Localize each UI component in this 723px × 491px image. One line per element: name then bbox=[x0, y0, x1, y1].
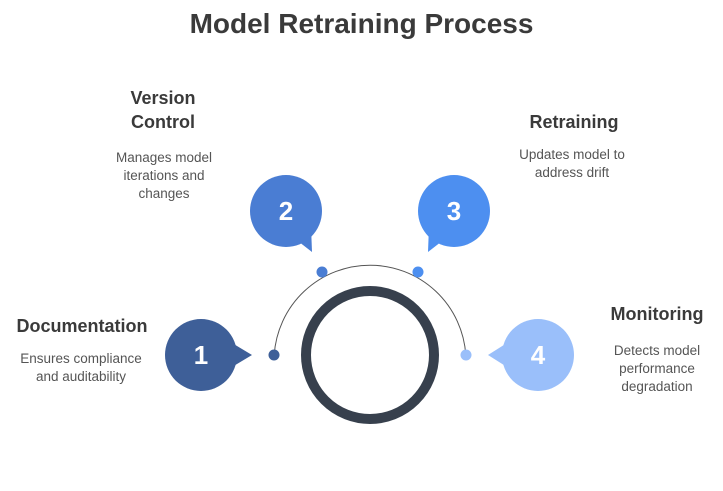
step-1-dot bbox=[268, 349, 280, 361]
step-2-number: 2 bbox=[279, 196, 293, 226]
step-3-description: Updates model to address drift bbox=[519, 147, 625, 180]
step-4-bubble: 4 bbox=[488, 319, 574, 391]
step-1-title: Documentation bbox=[16, 316, 148, 336]
step-1-number: 1 bbox=[194, 340, 208, 370]
step-2-dot bbox=[316, 266, 328, 278]
step-3-dot bbox=[412, 266, 424, 278]
step-3-bubble: 3 bbox=[418, 175, 490, 252]
diagram-title: Model Retraining Process bbox=[189, 8, 534, 39]
step-4-number: 4 bbox=[531, 340, 546, 370]
step-4-title: Monitoring bbox=[610, 304, 704, 324]
step-3-number: 3 bbox=[447, 196, 461, 226]
process-arc bbox=[273, 264, 467, 356]
step-1-description: Ensures compliance and auditability bbox=[20, 351, 142, 384]
step-3-title: Retraining bbox=[529, 112, 619, 132]
step-4-description: Detects model performance degradation bbox=[613, 343, 701, 394]
step-2-bubble: 2 bbox=[250, 175, 322, 252]
center-ring bbox=[301, 286, 439, 424]
step-1-bubble: 1 bbox=[165, 319, 252, 391]
step-2-description: Manages model iterations and changes bbox=[115, 150, 213, 201]
step-2-title: Version Control bbox=[130, 88, 196, 132]
step-4-dot bbox=[460, 349, 472, 361]
